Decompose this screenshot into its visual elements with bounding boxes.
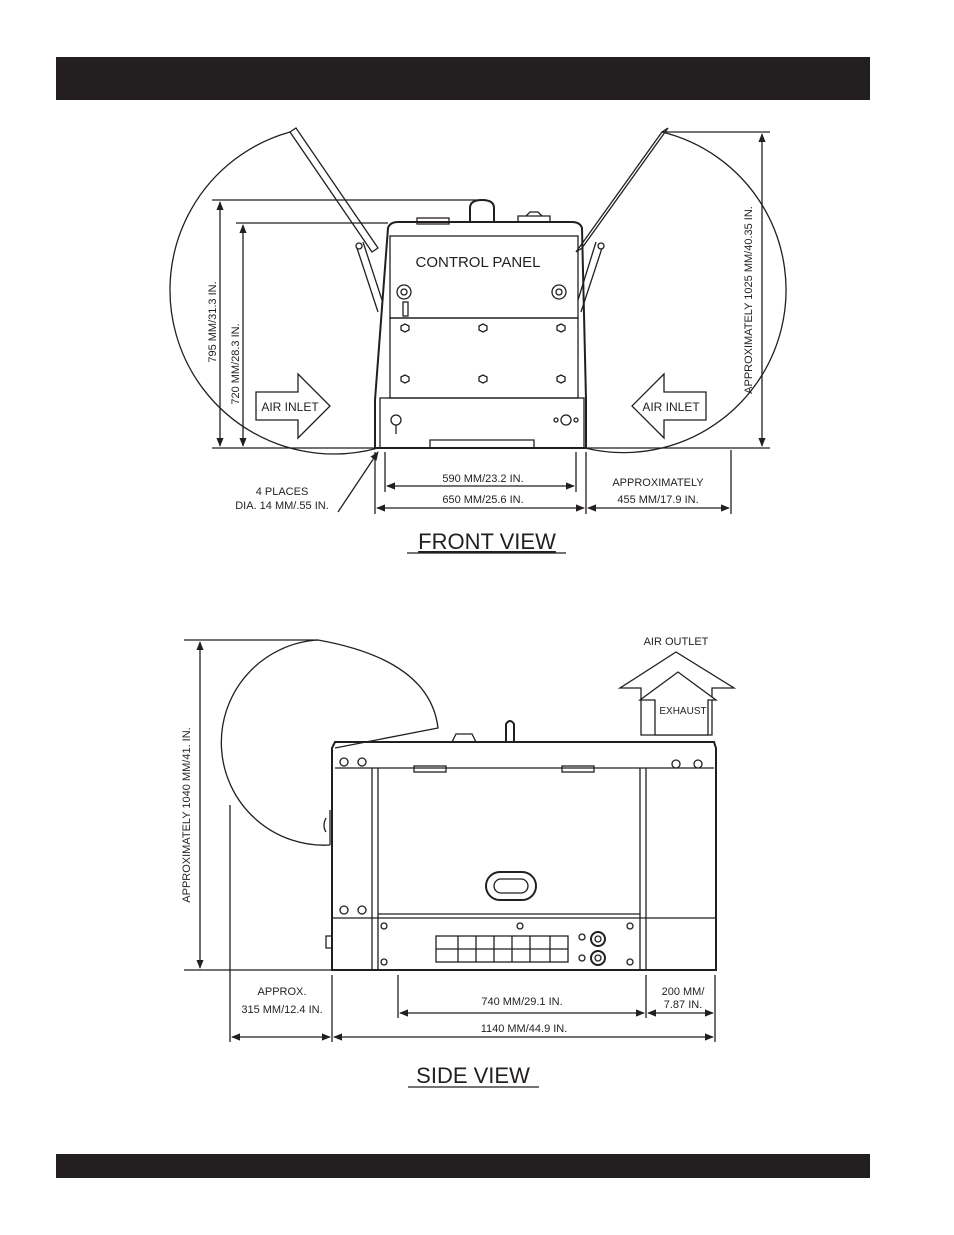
control-panel-label: CONTROL PANEL [415,254,540,271]
switch [402,301,409,317]
header-bar [56,57,870,100]
side-h-extension-lines [229,805,716,1042]
dim-740-label: 740 MM/29.1 IN. [481,996,562,1008]
side-frame-posts [371,768,647,970]
dim-650-label: 650 MM/25.6 IN. [442,494,523,506]
dim-455-line1: APPROXIMATELY [612,477,704,489]
base-fitting-small-1 [553,417,559,423]
exhaust-arrow [638,671,718,736]
mount-holes-line2: DIA. 14 MM/.55 IN. [235,500,329,512]
dim-455-line2: 455 MM/17.9 IN. [617,494,698,506]
left-door [289,127,379,253]
side-door-handle [323,810,331,845]
outlet-panel-grid [436,936,568,962]
receptacle-2 [590,950,606,966]
fuel-cap [517,211,551,222]
side-fuel-cap [451,733,477,743]
top-latch [416,217,450,225]
side-bolts [339,757,703,966]
front-view-drawing: AIR INLET AIR INLET CONTROL PANEL 795 MM… [169,127,787,554]
dim-315-line1: APPROX. [258,986,307,998]
front-extension-lines [212,199,486,449]
control-panel-box [389,235,579,319]
side-v-extension-lines [184,639,332,971]
bolts [400,323,566,384]
mount-hole-leader [337,451,379,513]
dim-1025-label: APPROXIMATELY 1025 MM/40.35 IN. [743,206,755,394]
side-latch-2 [561,765,595,773]
front-view-title: FRONT VIEW [418,529,556,554]
air-inlet-left-label: AIR INLET [261,400,319,414]
front-base [379,397,585,449]
right-extension-lines [585,131,770,449]
left-door-swing-arc [169,131,379,455]
left-hinge [355,242,363,250]
footer-bar [56,1154,870,1178]
forklift-slot [429,439,535,448]
mount-holes-line1: 4 PLACES [256,486,309,498]
dim-590-label: 590 MM/23.2 IN. [442,473,523,485]
dim-200-line1: 200 MM/ [662,986,706,998]
side-latch-1 [413,765,447,773]
front-enclosure [374,221,587,449]
base-fitting [560,414,572,426]
gauge-right-center [555,288,563,296]
small-fitting-2 [578,954,586,962]
side-view-title: SIDE VIEW [416,1063,530,1088]
side-handle-inner [493,878,529,894]
dim-200-line2: 7.87 IN. [664,999,703,1011]
air-inlet-arrow-left [255,372,331,440]
drain-plug [390,414,402,426]
dim-315-line2: 315 MM/12.4 IN. [241,1004,322,1016]
dim-795-label: 795 MM/31.3 IN. [207,281,219,362]
front-h-extension-lines [374,450,732,514]
right-hinge [597,242,605,250]
side-handle [485,871,537,901]
air-inlet-arrow-right [631,372,707,440]
side-drain [325,935,333,949]
air-inlet-right-label: AIR INLET [642,400,700,414]
receptacle-1 [590,931,606,947]
side-door-swing-arc [220,639,331,846]
dim-720-label: 720 MM/28.3 IN. [230,323,242,404]
left-door-strut [355,241,383,313]
lifting-eye [469,198,495,222]
receptacle-2-center [594,954,602,962]
side-door-open [317,639,439,749]
air-outlet-label: AIR OUTLET [644,636,709,648]
dim-1040-label: APPROXIMATELY 1040 MM/41. IN. [181,727,193,902]
dim-1140-label: 1140 MM/44.9 IN. [481,1023,568,1035]
side-base-line [332,913,716,919]
exhaust-label: EXHAUST [659,706,706,717]
base-fitting-small-2 [573,417,579,423]
side-enclosure [331,741,717,971]
small-fitting-1 [578,933,586,941]
right-door [575,127,669,253]
gauge-left-center [400,288,408,296]
side-exhaust-stack [505,720,515,742]
side-view-drawing: AIR OUTLET EXHAUST APPROXIMATELY 1040 MM… [181,636,737,1088]
receptacle-1-center [594,935,602,943]
